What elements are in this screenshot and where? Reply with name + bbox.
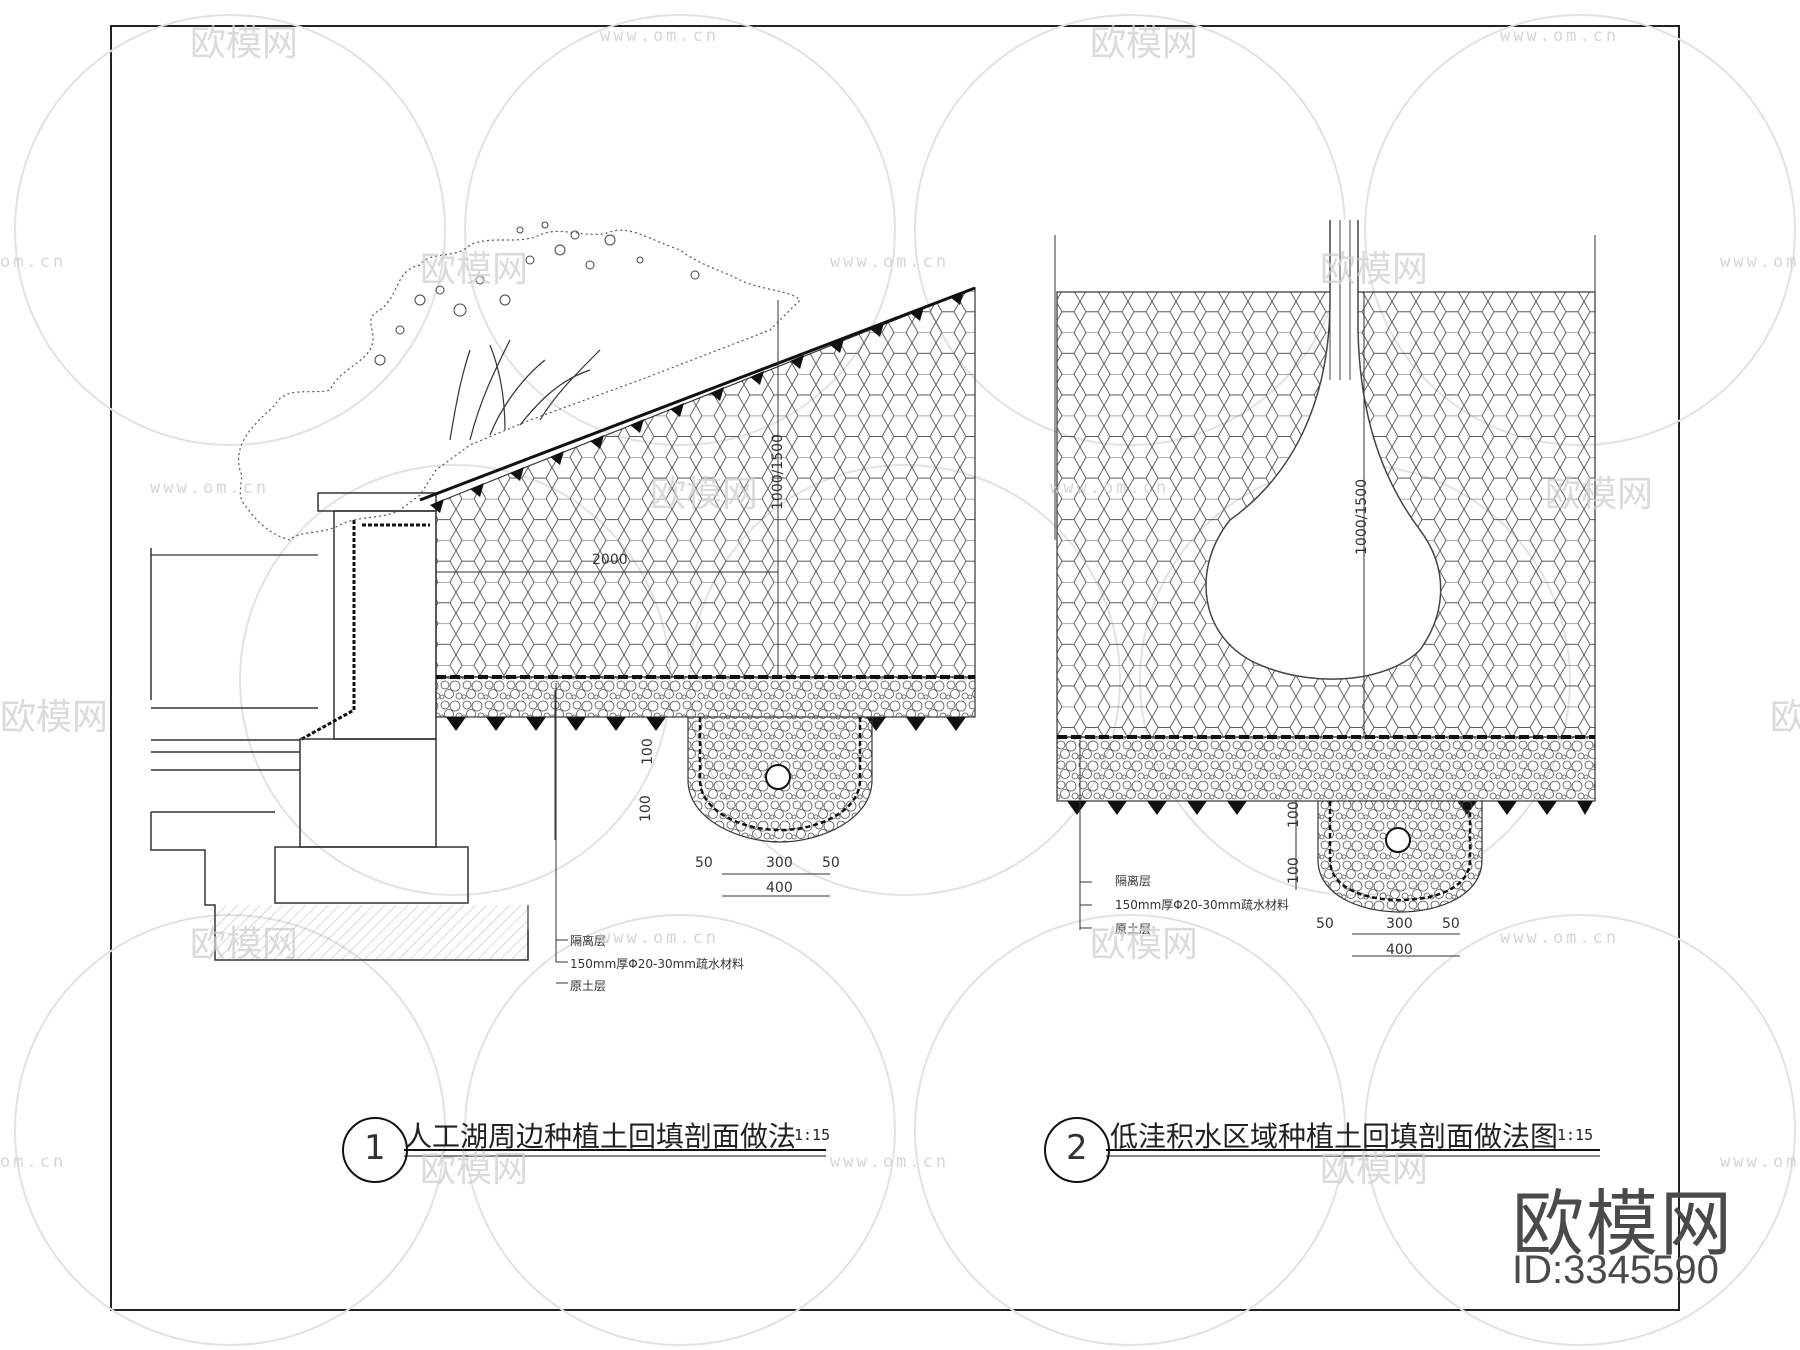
watermark-url: www.om.cn	[1500, 26, 1620, 46]
dim-50-b: 50	[822, 855, 840, 871]
watermark-url: www.om.cn	[150, 478, 270, 498]
detail-1-section	[150, 221, 976, 1183]
watermark-brand: 欧模网	[420, 249, 529, 290]
watermark-brand: 欧模网	[650, 474, 759, 515]
dim-50-c: 50	[1316, 916, 1334, 932]
watermark-brand: 欧模网	[1090, 23, 1199, 64]
watermark-brand: 欧模网	[1320, 249, 1429, 290]
dim-100-d: 100	[1286, 857, 1302, 884]
legend-1-isolation: 隔离层	[570, 934, 607, 948]
dim-50-d: 50	[1442, 916, 1460, 932]
watermark-brand: 欧模网	[1320, 1149, 1429, 1190]
detail-2-section	[1044, 220, 1600, 1183]
watermark-url: www.om.cn	[1720, 252, 1800, 272]
watermark-url: www.om.cn	[1050, 478, 1170, 498]
watermark-url: om.cn	[0, 252, 67, 272]
dim-400: 400	[766, 880, 793, 896]
watermark-url: www.om.cn	[830, 1152, 950, 1172]
legend-2-subsoil: 原土层	[1115, 922, 1152, 936]
legend-1-drainage: 150mm厚Φ20-30mm疏水材料	[570, 957, 744, 971]
watermark-brand: 欧模网	[1090, 924, 1199, 965]
detail-2-title: 低洼积水区域种植土回填剖面做法图	[1110, 1120, 1559, 1153]
legend-2-drainage: 150mm厚Φ20-30mm疏水材料	[1115, 898, 1289, 912]
watermark-brand: 欧模网	[0, 697, 109, 738]
watermark-url: www.om.cn	[1500, 928, 1620, 948]
detail-1-number: 1	[364, 1128, 386, 1168]
dim-2000: 2000	[592, 552, 628, 568]
watermark-brand: 欧模网	[420, 1149, 529, 1190]
legend-2-isolation: 隔离层	[1115, 874, 1152, 888]
model-id: ID:3345590	[1512, 1248, 1719, 1292]
watermark-url: www.om.cn	[600, 26, 720, 46]
dim-1000-1500-a: 1000/1500	[770, 434, 786, 510]
detail-1-title: 人工湖周边种植土回填剖面做法	[404, 1120, 797, 1153]
dim-300: 300	[766, 855, 793, 871]
dim-100-c: 100	[1286, 801, 1302, 828]
dim-100-a: 100	[640, 738, 656, 765]
dim-300-b: 300	[1386, 916, 1413, 932]
watermark-brand: 欧模网	[1545, 474, 1654, 515]
detail-1-scale: 1:15	[794, 1126, 831, 1144]
watermark-brand: 欧模网	[1770, 697, 1800, 738]
watermark-brand: 欧模网	[190, 23, 299, 64]
watermark-url: om.cn	[0, 1152, 67, 1172]
dim-1000-1500-b: 1000/1500	[1354, 479, 1370, 555]
sheet-border	[110, 25, 1680, 1311]
watermark-brand: 欧模网	[190, 924, 299, 965]
brand-logo-text: 欧模网	[1512, 1182, 1735, 1266]
watermark-url: www.om.cn	[600, 928, 720, 948]
legend-1-subsoil: 原土层	[570, 979, 607, 993]
detail-2-number: 2	[1066, 1128, 1088, 1168]
watermark-url: www.om.cn	[830, 252, 950, 272]
dim-400-b: 400	[1386, 942, 1413, 958]
dim-100-b: 100	[638, 795, 654, 822]
watermark-url: www.om.cn	[1720, 1152, 1800, 1172]
detail-2-scale: 1:15	[1557, 1126, 1594, 1144]
dim-50-a: 50	[695, 855, 713, 871]
